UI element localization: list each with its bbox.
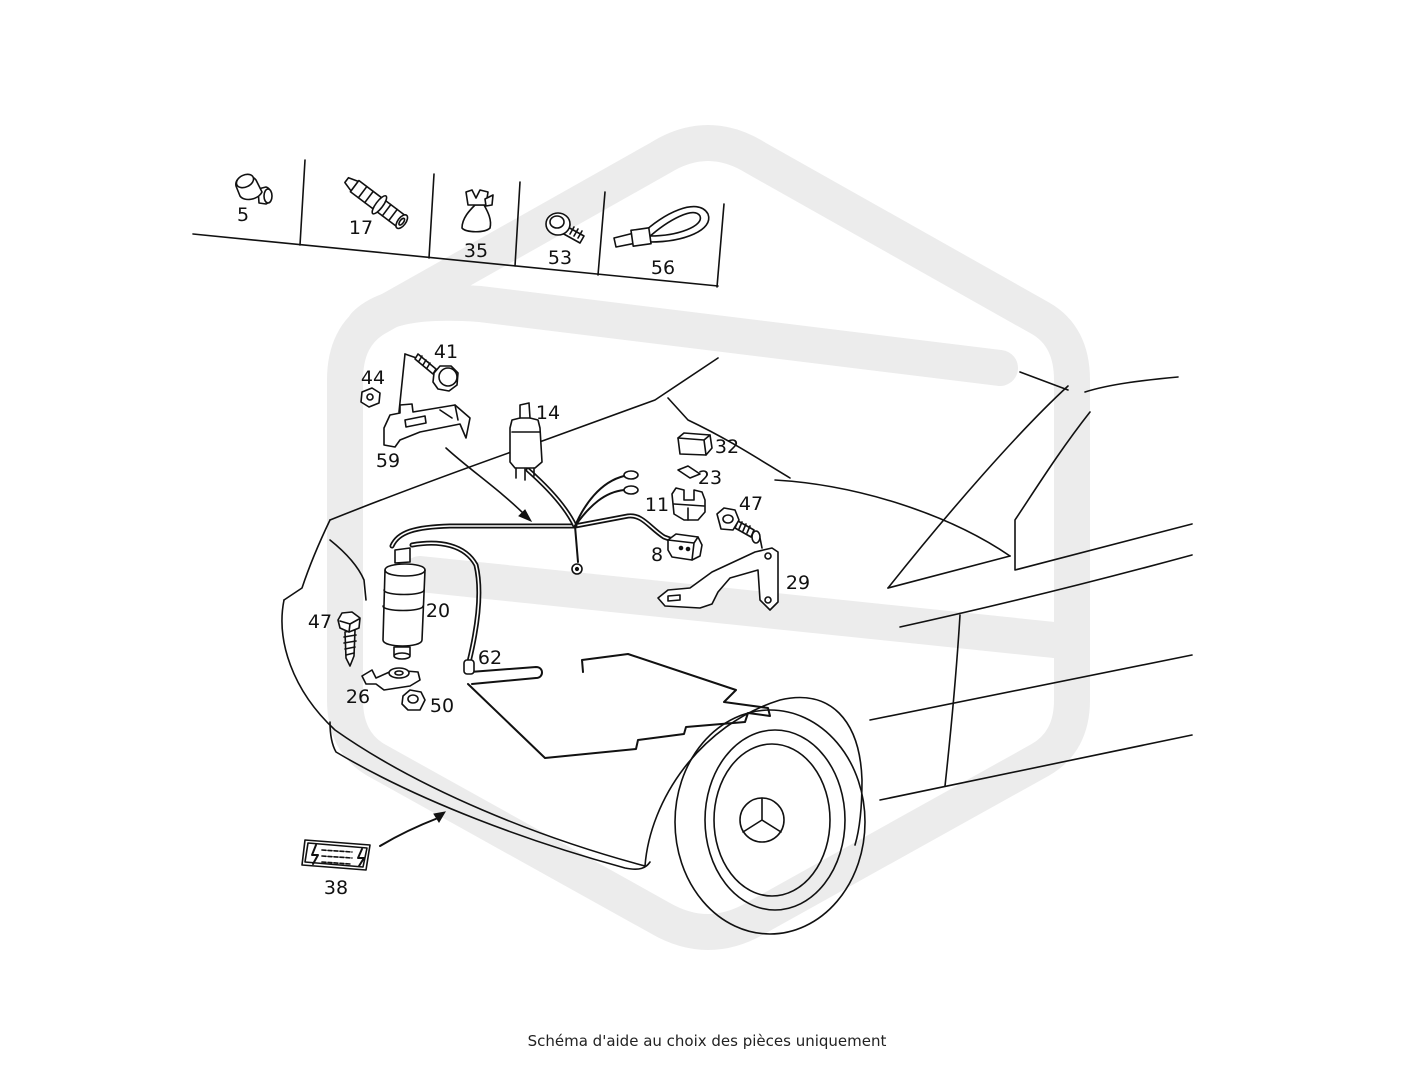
parts-strip-divider (597, 191, 606, 276)
watermark-logo (327, 125, 1090, 950)
wire-clip-icon (461, 189, 494, 233)
lower-valance (329, 721, 651, 870)
mounting-bracket (657, 537, 779, 611)
callouts: 41 44 14 59 32 23 11 47 8 29 20 47 62 26… (308, 341, 810, 899)
front-corner (283, 519, 331, 601)
pump-bracket (383, 403, 471, 448)
hood-right-edge (774, 479, 1011, 557)
parts-strip-baseline (192, 233, 719, 287)
cable-tie-icon (613, 205, 710, 248)
callout-32[interactable]: 32 (715, 436, 739, 458)
callout-29[interactable]: 29 (786, 572, 810, 594)
harness-loop (469, 666, 543, 685)
door-crease (869, 654, 1193, 721)
warning-label (301, 839, 371, 871)
callout-14[interactable]: 14 (536, 402, 560, 424)
callout-47-right[interactable]: 47 (739, 493, 763, 515)
vertical-relay (509, 402, 543, 481)
relay-socket (671, 487, 706, 521)
ring-terminal (623, 485, 639, 495)
fuel-pump (382, 547, 426, 660)
callout-50[interactable]: 50 (430, 695, 454, 717)
bolt-and-nut (716, 507, 761, 544)
parts-strip-divider (716, 203, 725, 288)
lower-bracket (361, 667, 421, 691)
square-nut (360, 387, 381, 408)
parts-strip-label[interactable]: 17 (349, 217, 373, 239)
hood-rear-edge (667, 397, 791, 479)
wheel-arch (644, 696, 863, 867)
callout-41[interactable]: 41 (434, 341, 458, 363)
parts-strip-label[interactable]: 56 (651, 257, 675, 279)
callout-20[interactable]: 20 (426, 600, 450, 622)
parts-strip-label[interactable]: 35 (464, 240, 488, 262)
arrow (379, 811, 446, 847)
parts-strip-label[interactable]: 5 (237, 204, 249, 226)
hex-bolt (337, 611, 361, 667)
front-bumper (281, 599, 646, 867)
parts-strip-divider (514, 181, 521, 267)
callout-23[interactable]: 23 (698, 467, 722, 489)
a-pillar (887, 385, 1069, 589)
callout-59[interactable]: 59 (376, 450, 400, 472)
side-window (1014, 411, 1193, 571)
wiring-harness (389, 467, 771, 759)
lightning-icon (357, 848, 365, 867)
harness-sleeve (463, 659, 475, 675)
grommet-plug-icon (344, 176, 409, 230)
ring-terminal (623, 470, 639, 480)
parts-strip: 5 17 35 53 (192, 159, 725, 288)
parts-strip-label[interactable]: 53 (548, 247, 572, 269)
harness-route (467, 653, 771, 759)
rocker-line (879, 734, 1193, 801)
fuse (677, 465, 701, 479)
connector (667, 533, 703, 561)
hex-nut (401, 689, 426, 711)
arrow (445, 447, 533, 523)
rim-outer (704, 729, 846, 911)
callout-47-left[interactable]: 47 (308, 611, 332, 633)
tire (674, 709, 866, 935)
star-emblem-icon (742, 797, 782, 833)
screw-icon (545, 212, 585, 244)
roof-edge (1019, 371, 1069, 391)
callout-26[interactable]: 26 (346, 686, 370, 708)
parts-strip-divider (428, 173, 435, 259)
watermark-hexagon (327, 125, 1090, 950)
callout-38[interactable]: 38 (324, 877, 348, 899)
callout-44[interactable]: 44 (361, 367, 385, 389)
door-seam (944, 614, 961, 787)
watermark-s-middle-bar (402, 556, 1072, 658)
headlight-edge (329, 539, 367, 601)
bolt (398, 353, 459, 413)
parts-strip-divider (299, 159, 306, 246)
car-body-outline (281, 357, 1193, 935)
relay-box (677, 432, 713, 456)
diagram-caption: Schéma d'aide au choix des pièces unique… (528, 1032, 887, 1050)
callout-62[interactable]: 62 (478, 647, 502, 669)
watermark-s-top-bar (347, 284, 1018, 386)
push-pin-icon (235, 173, 273, 205)
callout-11[interactable]: 11 (645, 494, 669, 516)
callout-8[interactable]: 8 (651, 544, 663, 566)
lightning-icon (311, 844, 319, 865)
fender-top (887, 555, 1011, 589)
rim-inner (713, 743, 831, 897)
belt-line (899, 554, 1193, 628)
roof-line (1084, 376, 1179, 393)
